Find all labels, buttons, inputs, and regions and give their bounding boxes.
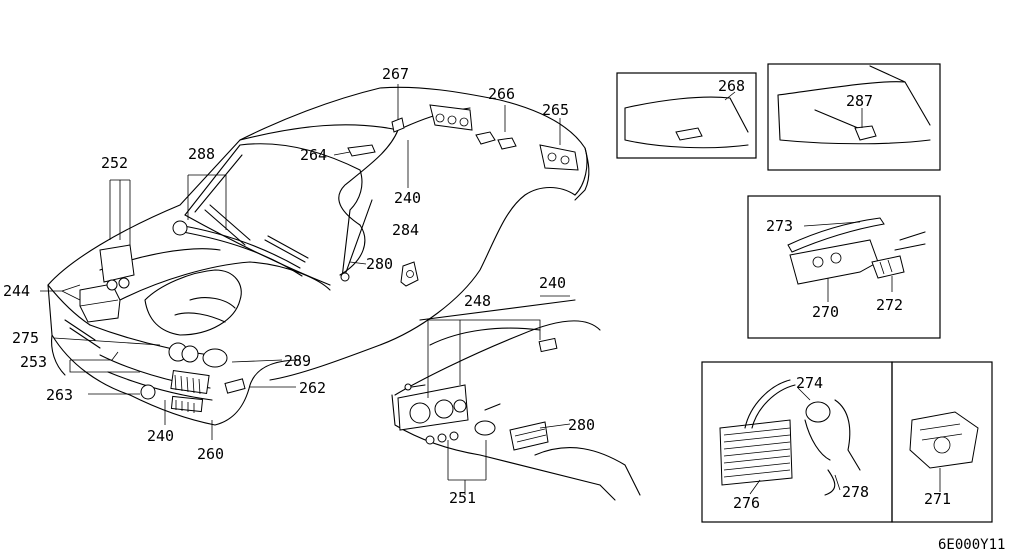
callout-264: 264 bbox=[300, 146, 327, 164]
callout-265: 265 bbox=[542, 101, 569, 119]
callout-244: 244 bbox=[3, 282, 30, 300]
dashboard-illustration bbox=[391, 299, 641, 501]
callout-274: 274 bbox=[796, 374, 823, 392]
callout-287: 287 bbox=[846, 92, 873, 110]
inset-ac-components-274-276-278 bbox=[701, 361, 893, 523]
callout-253: 253 bbox=[20, 353, 47, 371]
callout-278: 278 bbox=[842, 483, 869, 501]
callout-280-wiper: 280 bbox=[366, 255, 393, 273]
callout-289: 289 bbox=[284, 352, 311, 370]
callout-263: 263 bbox=[46, 386, 73, 404]
inset-blower-271 bbox=[891, 361, 993, 523]
callout-leader-lines bbox=[40, 84, 941, 495]
callout-240-front: 240 bbox=[147, 427, 174, 445]
callout-268: 268 bbox=[718, 77, 745, 95]
callout-280-dash: 280 bbox=[568, 416, 595, 434]
car-body-illustration bbox=[47, 86, 590, 426]
callout-272: 272 bbox=[876, 296, 903, 314]
callout-252: 252 bbox=[101, 154, 128, 172]
callout-267: 267 bbox=[382, 65, 409, 83]
callout-288: 288 bbox=[188, 145, 215, 163]
callout-275: 275 bbox=[12, 329, 39, 347]
callout-276: 276 bbox=[733, 494, 760, 512]
callout-284: 284 bbox=[392, 221, 419, 239]
inset-windshield-287 bbox=[767, 63, 941, 171]
callout-260: 260 bbox=[197, 445, 224, 463]
callout-251: 251 bbox=[449, 489, 476, 507]
callout-262: 262 bbox=[299, 379, 326, 397]
callout-240-roof: 240 bbox=[394, 189, 421, 207]
callout-240-dash: 240 bbox=[539, 274, 566, 292]
callout-270: 270 bbox=[812, 303, 839, 321]
diagram-code: 6E000Y11 bbox=[938, 537, 1005, 553]
callout-273: 273 bbox=[766, 217, 793, 235]
callout-271: 271 bbox=[924, 490, 951, 508]
callout-266: 266 bbox=[488, 85, 515, 103]
callout-labels: 244 252 253 263 275 240 260 262 289 280 … bbox=[3, 65, 1005, 553]
callout-248: 248 bbox=[464, 292, 491, 310]
inset-hvac-control-270-272-273 bbox=[747, 195, 941, 339]
